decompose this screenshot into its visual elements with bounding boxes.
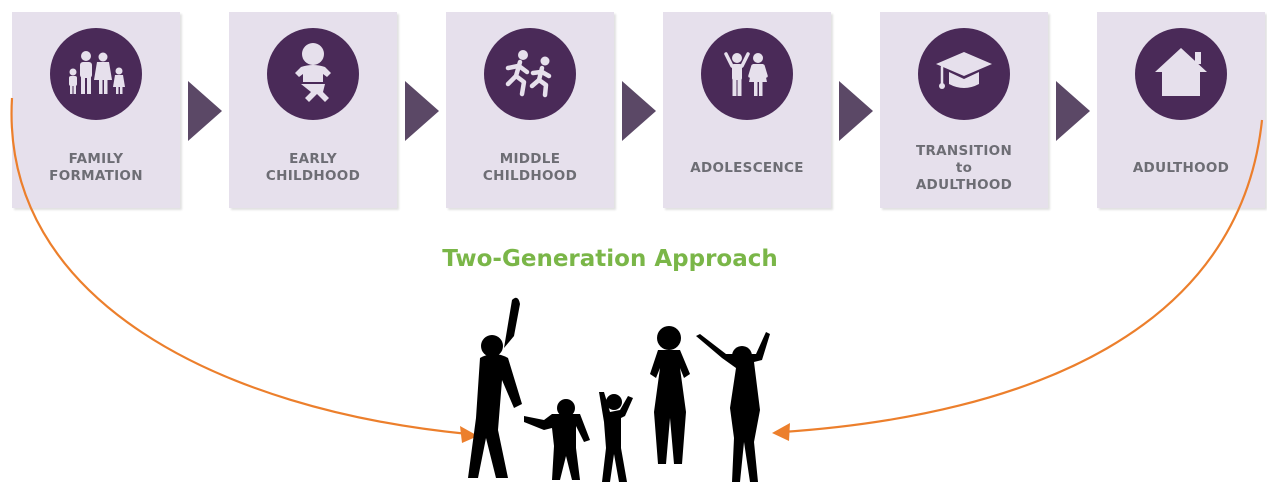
arrow-right-icon (188, 81, 222, 141)
stage-early-childhood: EARLY CHILDHOOD (229, 12, 397, 208)
family-icon (50, 28, 142, 120)
stage-label: ADOLESCENCE (690, 159, 804, 176)
silhouette-adult-right (650, 326, 690, 464)
stage-adulthood: ADULTHOOD (1097, 12, 1265, 208)
teenagers-icon (701, 28, 793, 120)
stage-transition-to-adulthood: TRANSITION to ADULTHOOD (880, 12, 1048, 208)
stage-label: FAMILY FORMATION (49, 151, 143, 184)
arrow-right-icon (405, 81, 439, 141)
stage-middle-childhood: MIDDLE CHILDHOOD (446, 12, 614, 208)
stage-label: EARLY CHILDHOOD (265, 151, 361, 184)
house-icon (1135, 28, 1227, 120)
right-curve-arrow (782, 119, 1264, 434)
left-arrowhead (460, 426, 478, 443)
two-generation-curves (10, 97, 1264, 443)
silhouette-child-1 (524, 399, 590, 480)
silhouette-adult-arms-up (696, 332, 770, 482)
left-curve-arrow (10, 97, 469, 436)
graduation-cap-icon (918, 28, 1010, 120)
stage-adolescence: ADOLESCENCE (663, 12, 831, 208)
silhouette-child-2 (599, 392, 633, 482)
stage-label: ADULTHOOD (1132, 159, 1230, 176)
stage-label: TRANSITION to ADULTHOOD (915, 142, 1013, 193)
stage-family-formation: FAMILY FORMATION (12, 12, 180, 208)
family-silhouette (468, 297, 770, 482)
silhouette-adult-left (468, 297, 522, 478)
right-arrowhead (772, 423, 790, 441)
arrow-right-icon (622, 81, 656, 141)
arrow-right-icon (839, 81, 873, 141)
running-children-icon (484, 28, 576, 120)
baby-icon (267, 28, 359, 120)
arrow-right-icon (1056, 81, 1090, 141)
approach-title: Two-Generation Approach (442, 246, 778, 272)
stage-label: MIDDLE CHILDHOOD (482, 151, 578, 184)
